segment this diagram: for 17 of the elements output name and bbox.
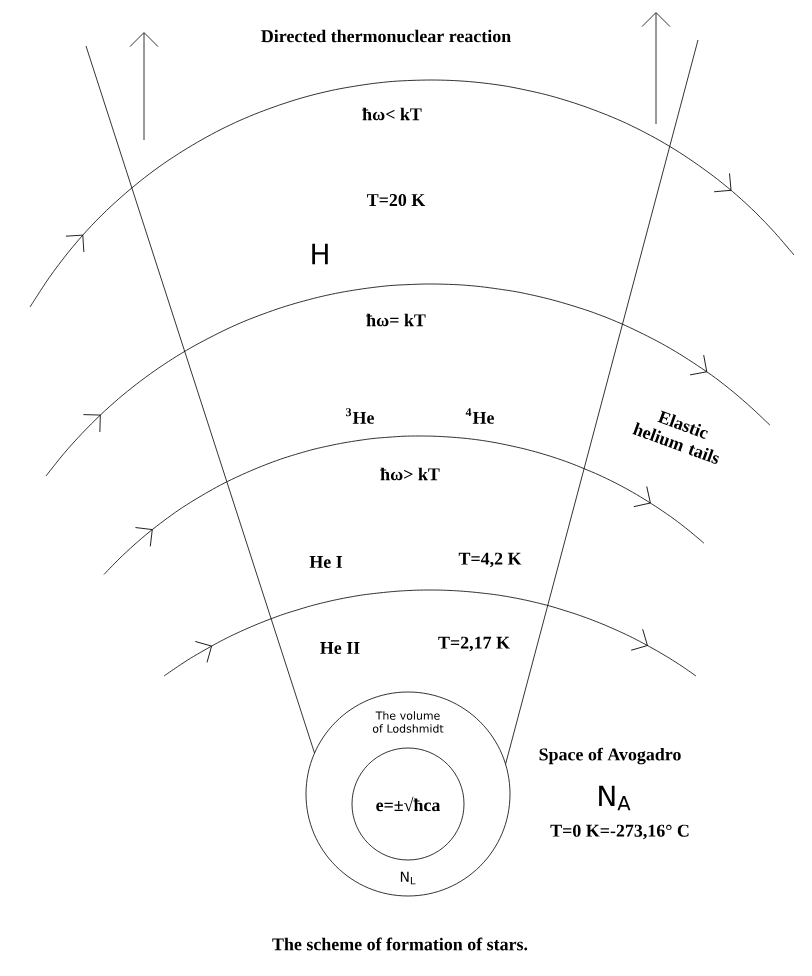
temperature-label: T=0 K=-273,16° C	[550, 824, 689, 840]
condition-label: ħω= kT	[366, 313, 426, 327]
temperature-label: T=4,2 K	[458, 552, 522, 568]
element-label: H	[312, 243, 328, 265]
heading-label: Directed thermonuclear reaction	[261, 29, 511, 43]
condition-label: ħω< kT	[362, 107, 422, 121]
phase-label: He II	[320, 642, 360, 654]
phase-label: He I	[309, 556, 343, 568]
symbol-label: N$_{A}$	[599, 785, 631, 811]
region-label: Space of Avogadro	[539, 747, 681, 765]
note-label: Elastic helium tails	[632, 410, 719, 464]
condition-label: ħω> kT	[380, 467, 440, 481]
caption: The scheme of formation of stars.	[272, 937, 528, 951]
isotope-label: $^{4}$He	[465, 408, 494, 424]
temperature-label: T=20 K	[367, 193, 426, 207]
isotope-label: $^{3}$He	[346, 408, 374, 424]
temperature-label: T=2,17 K	[438, 636, 510, 652]
